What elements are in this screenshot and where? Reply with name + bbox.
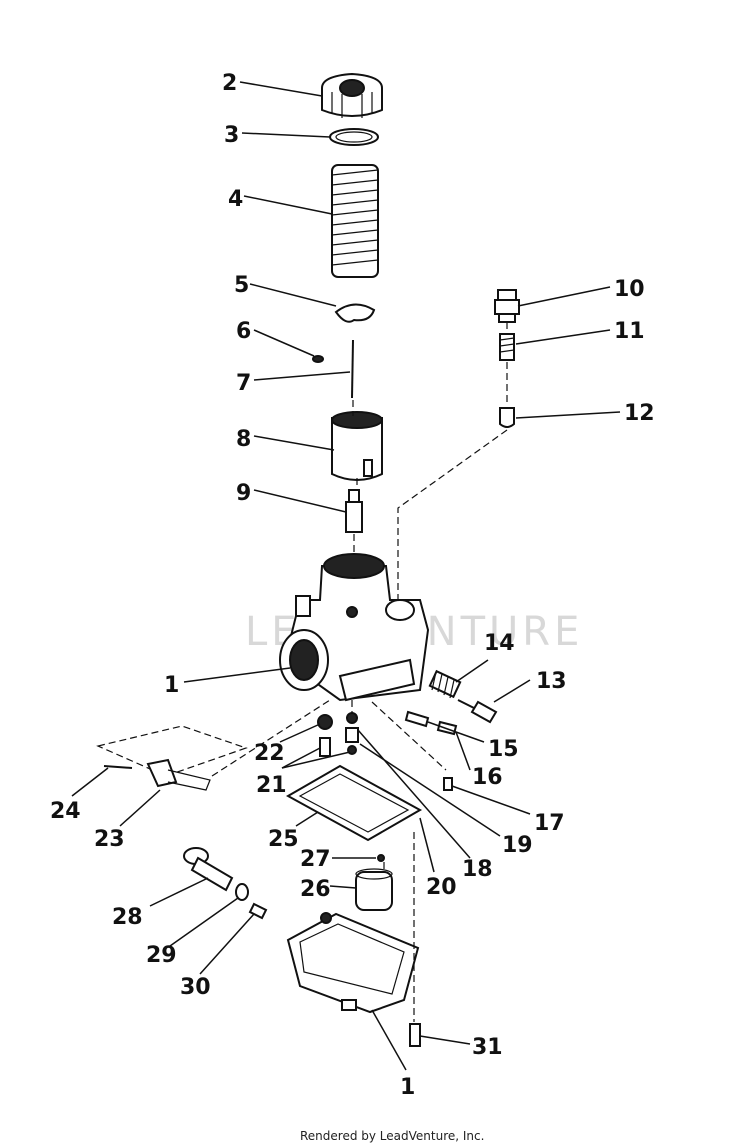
callout-11: 11	[614, 319, 645, 344]
callout-29: 29	[146, 943, 177, 968]
callout-18: 18	[462, 857, 493, 882]
callout-27: 27	[300, 847, 331, 872]
part-float	[355, 868, 393, 911]
callout-labels: 1 2 3 4 5 6 7 8 9 10 11 12 13 14 15 16 1…	[50, 71, 655, 1100]
callout-10: 10	[614, 277, 645, 302]
callout-15: 15	[488, 737, 519, 762]
callout-2: 2	[222, 71, 237, 96]
callout-8: 8	[236, 427, 251, 452]
part-pilot-screw	[457, 699, 498, 724]
footer-credit: Rendered by LeadVenture, Inc.	[300, 1129, 484, 1143]
callout-14: 14	[484, 631, 515, 656]
callout-1-bottom: 1	[400, 1075, 415, 1100]
part-cap	[321, 72, 383, 118]
callout-1-top: 1	[164, 673, 179, 698]
callout-20: 20	[426, 875, 457, 900]
callout-16: 16	[472, 765, 503, 790]
callout-13: 13	[536, 669, 567, 694]
part-throttle-slide	[331, 411, 383, 481]
callout-21: 21	[256, 773, 287, 798]
part-clip-plate	[334, 303, 376, 323]
part-drain-screw	[248, 902, 268, 920]
assembly-lines	[211, 322, 508, 1022]
leader-lines	[71, 81, 621, 1071]
part-spring	[331, 164, 379, 278]
part-float-bowl-gasket-inner	[298, 773, 410, 833]
callout-3: 3	[224, 123, 239, 148]
part-needle-clip	[312, 355, 324, 363]
part-carburetor-body	[279, 553, 430, 702]
callout-25: 25	[268, 827, 299, 852]
part-jet-needle	[351, 339, 354, 399]
part-small-jet	[443, 777, 453, 791]
part-needle-jet	[345, 489, 363, 533]
callout-12: 12	[624, 401, 655, 426]
callout-9: 9	[236, 481, 251, 506]
part-bowl-screw	[409, 1023, 421, 1047]
part-air-screw-spring	[404, 710, 430, 728]
part-pilot-jet	[345, 712, 359, 755]
part-float-bowl	[286, 912, 420, 1014]
callout-4: 4	[228, 187, 243, 212]
part-adjuster-spring	[499, 333, 515, 361]
callout-30: 30	[180, 975, 211, 1000]
callout-22: 22	[254, 741, 285, 766]
part-ring-gasket-inner	[335, 131, 373, 143]
callout-5: 5	[234, 273, 249, 298]
callout-6: 6	[236, 319, 251, 344]
callout-26: 26	[300, 877, 331, 902]
callout-7: 7	[236, 371, 251, 396]
part-washer	[235, 883, 249, 901]
part-main-jet	[317, 714, 333, 757]
callout-28: 28	[112, 905, 143, 930]
callout-24: 24	[50, 799, 81, 824]
part-float-gauge	[96, 725, 248, 791]
callout-19: 19	[502, 833, 533, 858]
part-cable-end	[499, 407, 515, 428]
part-adjuster-nut	[494, 289, 520, 323]
callout-23: 23	[94, 827, 125, 852]
part-float-pin	[377, 854, 385, 862]
callout-17: 17	[534, 811, 565, 836]
part-drain-bolt	[183, 847, 234, 892]
part-pilot-spring	[428, 669, 462, 699]
callout-31: 31	[472, 1035, 503, 1060]
